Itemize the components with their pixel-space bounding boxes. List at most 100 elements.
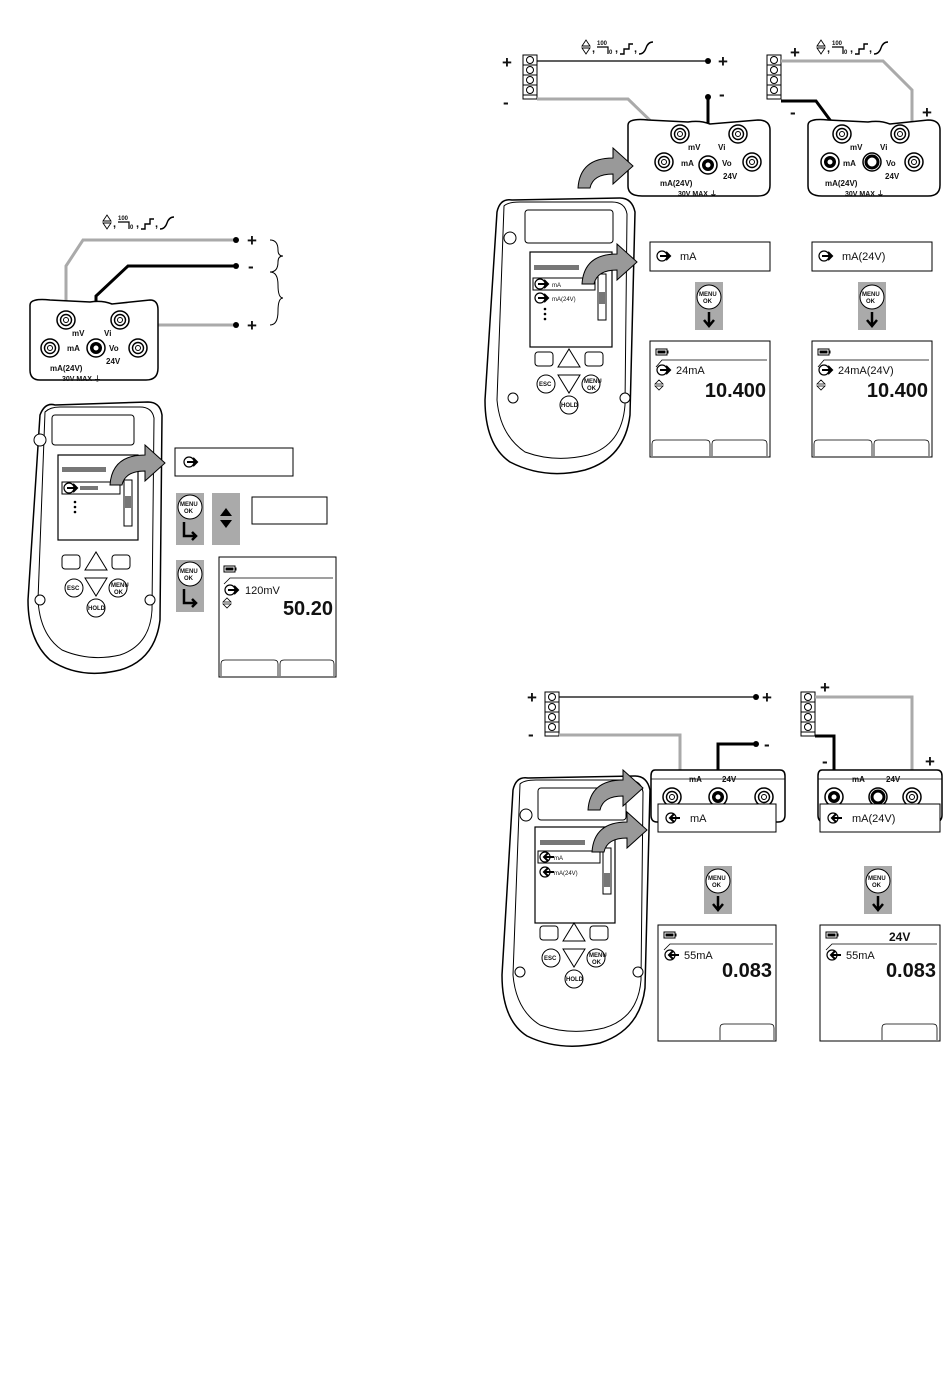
label-vo: Vo (722, 159, 732, 168)
minus-label: - (822, 752, 828, 771)
reading-label: 24mA(24V) (838, 365, 894, 377)
menu-ok-button (696, 284, 722, 310)
label-max: 30V MAX ⏚ (62, 375, 101, 383)
label-ma: mA (681, 159, 694, 168)
minus-label: - (528, 725, 534, 744)
plus-label: + (820, 678, 830, 697)
value-box (251, 496, 328, 525)
menu-item-ma24: mA(24V) (554, 871, 578, 877)
ok-button-label: OK (114, 590, 124, 596)
esc-button-label: ESC (539, 382, 552, 388)
result-screen-ma: 24mA 10.400 (649, 340, 771, 458)
step-arrow (182, 522, 198, 541)
jack-common (86, 338, 106, 358)
updown-bar (212, 493, 240, 545)
screen-header-24v: 24V (889, 930, 910, 944)
minus-label: - (764, 735, 770, 754)
jack-vo (128, 338, 148, 358)
label-mv: mV (850, 143, 863, 152)
plus-label: + (502, 53, 512, 72)
reading-label: 120mV (245, 585, 281, 597)
menu-ok-text: OK (712, 883, 722, 889)
menu-ok-button (177, 561, 203, 587)
top-right-panel: + - + - mV Vi mA Vo 24V mA(24V) 30V MAX … (484, 39, 941, 475)
menu-ok-text: MENU (862, 292, 880, 298)
menu-ok-text: OK (866, 299, 876, 305)
result-screen-ma: 55mA 0.083 (657, 924, 777, 1042)
label-max: 30V MAX ⏚ (845, 190, 884, 198)
label-vo: Vo (886, 159, 896, 168)
esc-button-label: ESC (67, 586, 80, 592)
plus-label: + (762, 688, 772, 707)
label-ma24: mA(24V) (50, 364, 83, 373)
plus-label: + (718, 52, 728, 71)
jack-mv (56, 310, 76, 330)
label-mv: mV (688, 143, 701, 152)
left-panel: + - + mV Vi mA Vo 24V mA(24V) 30V MAX ⏚ … (27, 214, 337, 678)
terminal-strip (544, 691, 560, 737)
menu-ok-text: MENU (868, 876, 886, 882)
option-label: mA(24V) (852, 813, 895, 825)
brace-bottom (269, 271, 284, 326)
terminal-strip (766, 54, 782, 100)
esc-button-label: ESC (544, 956, 557, 962)
minus-label: - (790, 103, 796, 122)
plus-label: + (527, 688, 537, 707)
result-screen-ma24: 24mA(24V) 10.400 (811, 340, 933, 458)
menu-ok-text: OK (703, 299, 713, 305)
menu-button-label: MENU (584, 379, 602, 385)
hold-button-label: HOLD (566, 977, 584, 983)
label-24v: 24V (885, 172, 900, 181)
bottom-right-panel: + - + - mA 24V + - + mA 24V mA mA(24V) (501, 678, 943, 1047)
label-24v: 24V (722, 775, 737, 784)
menu-ok-text: OK (872, 883, 882, 889)
reading-value: 10.400 (867, 380, 928, 402)
label-vi: Vi (880, 143, 887, 152)
signal-mode-icons (581, 39, 654, 57)
menu-ok-text: OK (184, 576, 194, 582)
jack-ma (40, 338, 60, 358)
label-ma: mA (689, 775, 702, 784)
menu-ok-button (705, 868, 731, 894)
option-label: mA (680, 251, 697, 263)
minus-label: - (503, 93, 509, 112)
menu-ok-button (865, 868, 891, 894)
brace-top (269, 239, 284, 273)
menu-ok-text: MENU (699, 292, 717, 298)
plus-label: + (247, 316, 257, 335)
calibrator-device: mA mA(24V) ESC MENU OK HOLD (501, 775, 651, 1047)
reading-label: 24mA (676, 365, 705, 377)
label-ma: mA (843, 159, 856, 168)
result-screen: 120mV 50.20 (218, 556, 337, 678)
result-screen-ma24: 24V 55mA 0.083 (819, 924, 941, 1042)
label-vi: Vi (104, 329, 111, 338)
menu-ok-text: MENU (180, 569, 198, 575)
reading-value: 10.400 (705, 380, 766, 402)
signal-mode-icons (102, 214, 175, 232)
calibrator-device: ESC MENU OK HOLD (27, 401, 163, 675)
minus-label: - (248, 257, 254, 276)
menu-item-ma: mA (554, 856, 563, 862)
wire-plus-top (64, 238, 235, 320)
menu-ok-button (177, 494, 203, 520)
option-label: mA (690, 813, 707, 825)
jack-vi (110, 310, 130, 330)
menu-button-label: MENU (589, 953, 607, 959)
menu-ok-text: MENU (708, 876, 726, 882)
label-vi: Vi (718, 143, 725, 152)
menu-ok-button (859, 284, 885, 310)
label-ma24: mA(24V) (660, 179, 693, 188)
terminal-strip (800, 691, 816, 737)
label-ma: mA (852, 775, 865, 784)
option-label: mA(24V) (842, 251, 885, 263)
ok-button-label: OK (587, 386, 597, 392)
menu-button-label: MENU (111, 583, 129, 589)
plus-label: + (922, 103, 932, 122)
label-24v: 24V (723, 172, 738, 181)
reading-value: 0.083 (722, 960, 772, 982)
menu-item-ma24: mA(24V) (552, 297, 576, 303)
minus-label: - (719, 85, 725, 104)
plus-label: + (790, 43, 800, 62)
updown-icon (220, 508, 232, 528)
terminal-strip (522, 54, 538, 100)
